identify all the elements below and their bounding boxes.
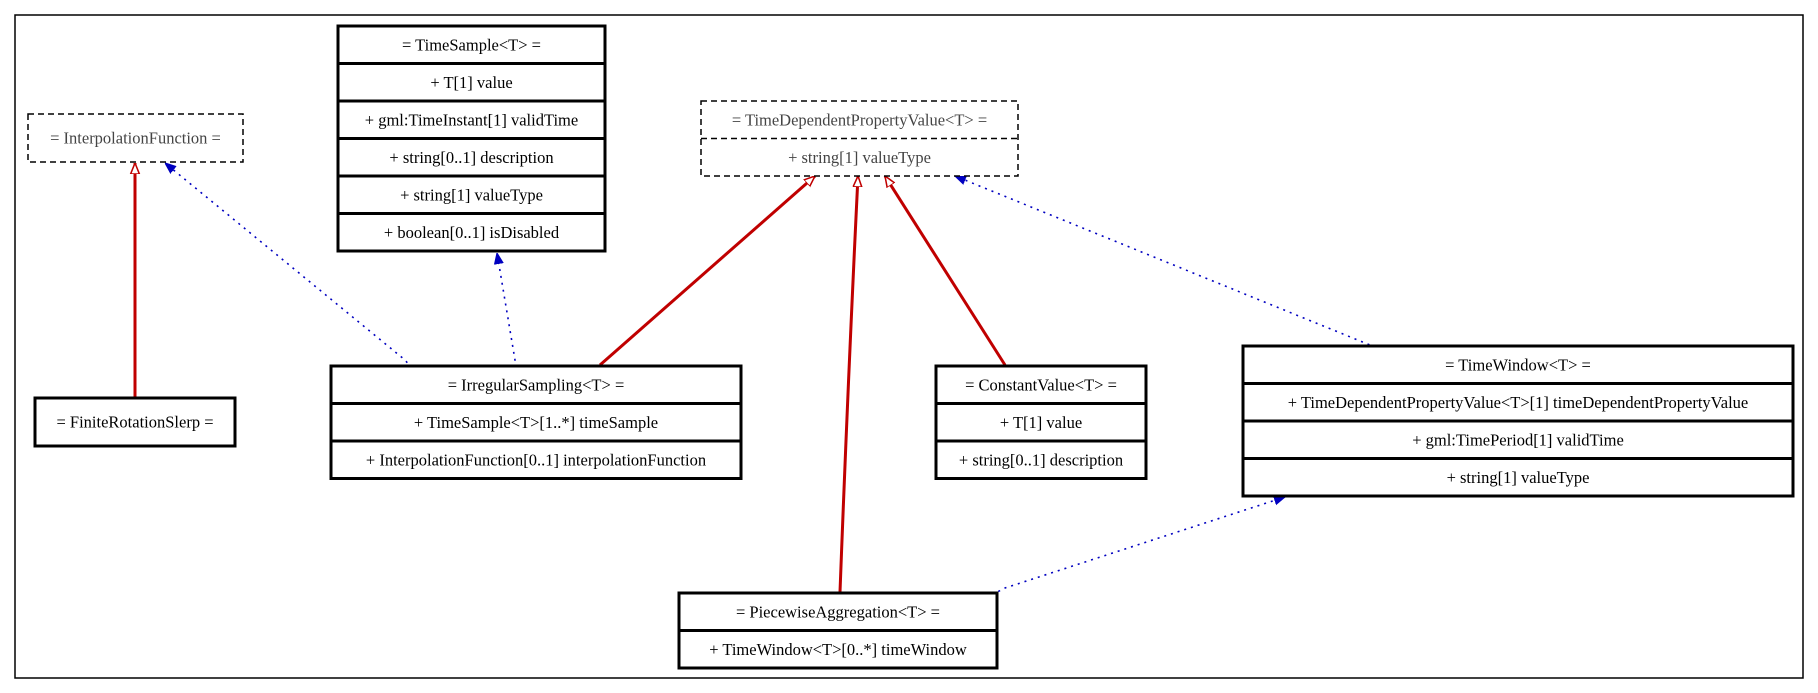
class-finite-rotation-slerp: = FiniteRotationSlerp = [33,396,237,448]
class-attribute: + string[1] valueType [788,148,931,167]
class-time-sample: = TimeSample<T> = + T[1] value + gml:TimeI… [336,24,607,253]
class-attribute: + string[0..1] description [389,148,553,167]
class-attribute: + string[1] valueType [400,185,543,204]
class-name-finite-rotation-slerp: = FiniteRotationSlerp = [56,413,213,432]
class-name-interpolation-function: = InterpolationFunction = [50,129,221,148]
edge-constantvalue-to-timedependentpropertyvalue [883,176,1007,366]
class-box-interpolation-function [27,113,244,163]
class-name-time-window: = TimeWindow<T> = [1445,355,1591,374]
class-attribute: + gml:TimeInstant[1] validTime [365,110,578,129]
class-attribute: + TimeSample<T>[1..*] timeSample [414,413,658,432]
class-name-piecewise-aggregation: = PiecewiseAggregation<T> = [736,602,940,621]
class-time-window: = TimeWindow<T> = + TimeDependentProperty… [1241,344,1795,498]
class-name-time-dependent-property-value: = TimeDependentPropertyValue<T> = [732,110,987,129]
class-time-dependent-property-value: = TimeDependentPropertyValue<T> = + strin… [700,100,1019,177]
class-attribute: + T[1] value [1000,413,1082,432]
diagram-frame [14,14,1804,679]
class-boxes: = InterpolationFunction = = TimeSample<T>… [27,24,1795,670]
class-attribute: + string[1] valueType [1447,468,1590,487]
edge-irregularsampling-to-timesample [497,253,526,431]
class-attribute: + string[0..1] description [959,450,1123,469]
class-attribute: + InterpolationFunction[0..1] interpolat… [366,450,706,469]
generalization-edges [135,163,1007,593]
class-box-constant-value [934,364,1148,480]
class-name-irregular-sampling: = IrregularSampling<T> = [448,375,625,394]
class-attribute: + gml:TimePeriod[1] validTime [1412,430,1624,449]
class-interpolation-function: = InterpolationFunction = [27,113,244,163]
class-piecewise-aggregation: = PiecewiseAggregation<T> = + TimeWindow<… [677,591,999,670]
class-box-finite-rotation-slerp [33,396,237,448]
edge-irregularsampling-to-timedependentpropertyvalue [599,176,815,367]
class-name-time-sample: = TimeSample<T> = [402,35,541,54]
class-constant-value: = ConstantValue<T> = + T[1] value + string… [934,364,1148,480]
class-irregular-sampling: = IrregularSampling<T> = + TimeSample<T>[… [329,364,743,480]
edge-irregularsampling-to-interpolationfunction [165,163,471,439]
class-box-irregular-sampling [329,364,743,480]
class-name-constant-value: = ConstantValue<T> = [965,375,1117,394]
class-attribute: + TimeWindow<T>[0..*] timeWindow [709,640,967,659]
class-attribute: + TimeDependentPropertyValue<T>[1] timeD… [1288,393,1748,412]
edge-piecewiseaggregation-to-timedependentpropertyvalue [838,176,858,593]
class-attribute: + T[1] value [430,73,512,92]
class-attribute: + boolean[0..1] isDisabled [384,223,560,242]
